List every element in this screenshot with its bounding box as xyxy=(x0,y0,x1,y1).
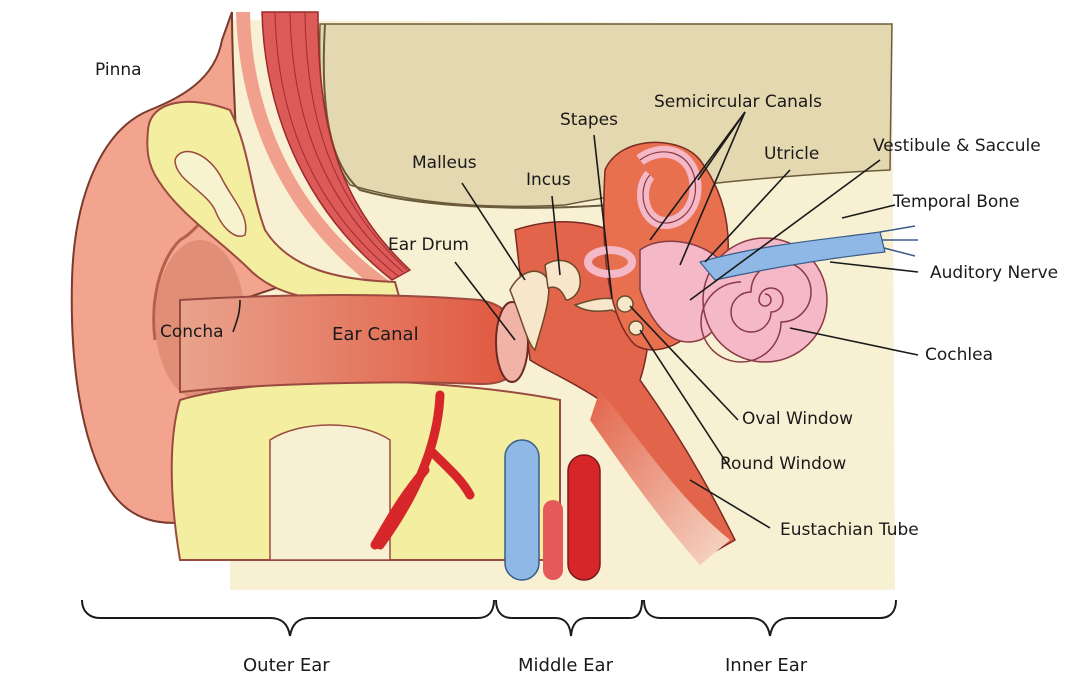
middle-ear-brace xyxy=(496,600,642,636)
label-temporal-bone: Temporal Bone xyxy=(893,192,1020,212)
label-auditory-nerve: Auditory Nerve xyxy=(930,263,1058,283)
artery-shape xyxy=(568,455,600,580)
label-ear-canal: Ear Canal xyxy=(332,325,419,345)
label-vestibule-saccule: Vestibule & Saccule xyxy=(873,136,1041,156)
label-ear-drum: Ear Drum xyxy=(388,235,469,255)
label-eustachian-tube: Eustachian Tube xyxy=(780,520,919,540)
label-concha: Concha xyxy=(160,322,224,342)
lower-pad xyxy=(270,425,390,560)
label-utricle: Utricle xyxy=(764,144,819,164)
label-semicircular-canals: Semicircular Canals xyxy=(654,92,822,112)
round-window-shape xyxy=(629,321,643,335)
vein-shape xyxy=(505,440,539,580)
label-round-window: Round Window xyxy=(720,454,846,474)
label-stapes: Stapes xyxy=(560,110,618,130)
outer-ear-brace xyxy=(82,600,494,636)
vessel-small xyxy=(543,500,563,580)
label-oval-window: Oval Window xyxy=(742,409,853,429)
label-pinna: Pinna xyxy=(95,60,142,80)
inner-ear-brace xyxy=(644,600,896,636)
label-incus: Incus xyxy=(526,170,571,190)
label-middle-ear: Middle Ear xyxy=(518,656,613,676)
label-malleus: Malleus xyxy=(412,153,477,173)
label-inner-ear: Inner Ear xyxy=(725,656,807,676)
oval-window-shape xyxy=(617,296,633,312)
label-outer-ear: Outer Ear xyxy=(243,656,330,676)
label-cochlea: Cochlea xyxy=(925,345,993,365)
